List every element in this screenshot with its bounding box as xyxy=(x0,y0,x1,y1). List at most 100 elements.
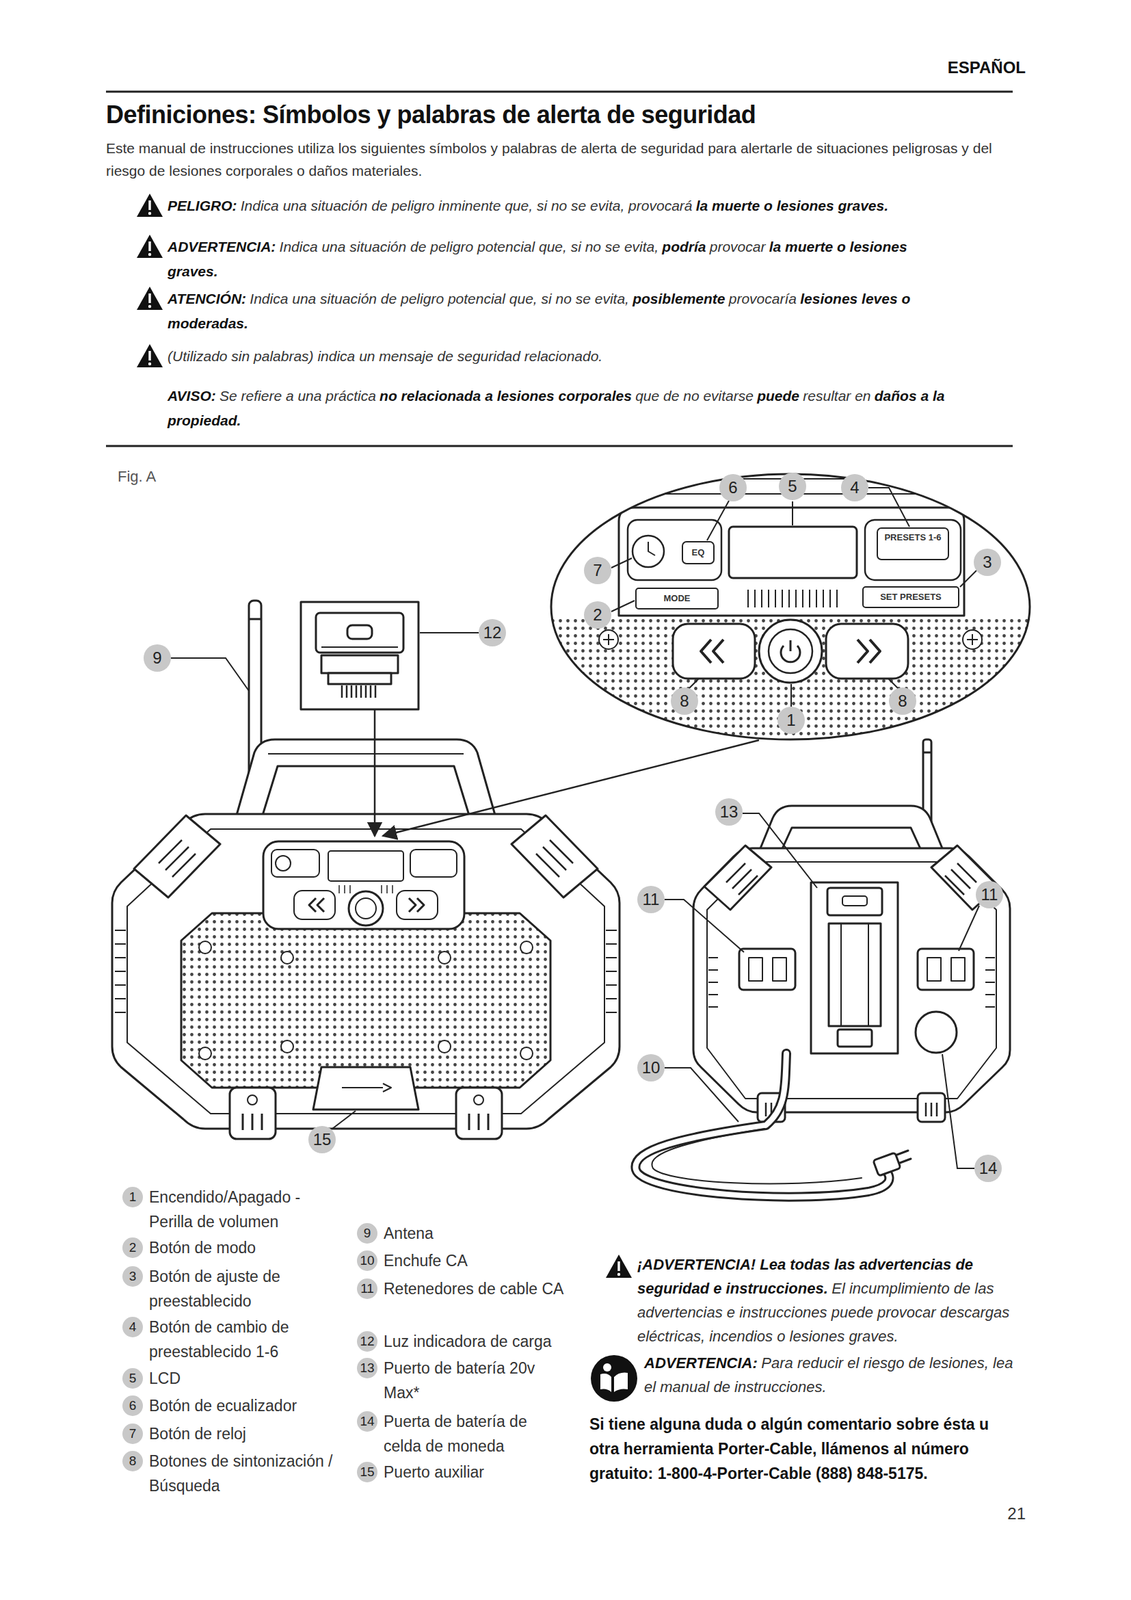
figure-label: Fig. A xyxy=(117,467,255,487)
drawing-part xyxy=(739,948,796,990)
drawing-part xyxy=(605,983,617,986)
text-run: Indica una situación de peligro potencia… xyxy=(279,238,660,255)
drawing-part xyxy=(842,895,868,906)
part-name: Puerto auxiliar xyxy=(383,1459,569,1484)
callout-number: 11 xyxy=(975,880,1004,909)
drawing-part xyxy=(547,471,1040,746)
drawing-part xyxy=(148,253,152,256)
drawing-part xyxy=(172,853,196,877)
drawing-part xyxy=(748,589,837,608)
drawing-part xyxy=(945,862,977,895)
drawing-part xyxy=(536,853,560,877)
drawing-part xyxy=(810,882,898,1054)
drawing-part xyxy=(728,526,857,578)
drawing-part xyxy=(300,601,419,710)
rule-lines xyxy=(105,91,1013,446)
drawing-part xyxy=(605,970,617,972)
drawing-part xyxy=(862,586,959,608)
drawing-part xyxy=(808,589,811,608)
alert-definition: (Utilizado sin palabras) indica un mensa… xyxy=(167,343,1019,369)
warning-text: ¡ADVERTENCIA! Lea todas las advertencias… xyxy=(637,1252,1021,1348)
drawing-part xyxy=(960,570,977,587)
charge-light-inset xyxy=(300,601,419,710)
text-run: ATENCIÓN: xyxy=(167,290,247,307)
drawing-part xyxy=(828,923,881,1026)
drawing-part xyxy=(315,612,404,653)
drawing-part xyxy=(520,940,533,954)
drawing-part xyxy=(599,629,619,649)
drawing-part xyxy=(985,956,995,958)
drawing-part xyxy=(438,1040,451,1053)
drawing-part xyxy=(930,1102,933,1116)
intro-text: Este manual de instrucciones utiliza los… xyxy=(105,136,1016,182)
drawing-part xyxy=(603,1362,612,1372)
text-run: Indica una situación de peligro inminent… xyxy=(240,197,693,214)
text-run: resultar en xyxy=(802,387,871,404)
text-run: (Utilizado sin palabras) indica un mensa… xyxy=(167,348,603,364)
drawing-part xyxy=(708,1005,718,1008)
drawing-part xyxy=(795,589,797,608)
drawing-part xyxy=(321,646,398,648)
drawing-part xyxy=(857,639,868,663)
drawing-part xyxy=(713,639,724,663)
drawing-part xyxy=(958,905,980,951)
drawing-part xyxy=(966,633,978,645)
callout-number: 9 xyxy=(356,1222,378,1244)
text-run: ADVERTENCIA: xyxy=(167,238,276,255)
drawing-part xyxy=(350,685,353,698)
leader-lines xyxy=(170,487,980,1168)
drawing-part xyxy=(873,1152,901,1176)
callout-number: 8 xyxy=(122,1450,143,1471)
drawing-part xyxy=(263,841,465,929)
drawing-part xyxy=(985,993,995,995)
power-cord xyxy=(635,1053,911,1197)
drawing-part xyxy=(708,968,718,971)
alert-definition: ATENCIÓN:Indica una situación de peligro… xyxy=(167,286,989,336)
drawing-part xyxy=(136,234,163,258)
drawing-part xyxy=(328,672,392,684)
drawing-part xyxy=(826,623,909,679)
drawing-part xyxy=(469,1113,489,1130)
drawing-part xyxy=(127,828,605,1114)
drawing-part xyxy=(251,1113,254,1130)
drawing-part xyxy=(788,589,790,608)
drawing-part xyxy=(346,685,349,698)
callout-number: 1 xyxy=(777,706,805,734)
drawing-part xyxy=(275,855,291,871)
pointer-arrows xyxy=(374,709,760,836)
drawing-part xyxy=(603,633,615,645)
callout-number: 12 xyxy=(478,618,507,647)
drawing-part xyxy=(902,482,913,489)
drawing-part xyxy=(768,629,813,673)
drawing-part xyxy=(248,618,262,621)
drawing-part xyxy=(158,839,182,863)
callout-number: 9 xyxy=(143,644,171,672)
radio-back xyxy=(693,739,1010,1122)
callout-number: 6 xyxy=(122,1394,143,1416)
callout-number: 8 xyxy=(670,687,699,715)
text-run: no relacionada a lesiones corporales xyxy=(379,387,632,404)
drawing-part xyxy=(247,1094,258,1105)
drawing-part xyxy=(682,541,714,564)
drawing-part xyxy=(767,589,770,608)
drawing-part xyxy=(148,293,151,303)
contact-text: Si tiene alguna duda o algún comentario … xyxy=(589,1411,1021,1486)
callout-number: 13 xyxy=(715,797,743,826)
text-run: que de no evitarse xyxy=(635,387,754,404)
drawing-part xyxy=(635,1053,889,1197)
drawing-part xyxy=(547,615,1040,746)
drawing-part xyxy=(170,657,249,691)
text-run: Este manual de instrucciones utiliza los… xyxy=(105,140,993,179)
callout-number: 15 xyxy=(356,1461,378,1482)
text-run: MODE xyxy=(663,592,691,604)
drawing-part xyxy=(748,957,763,981)
part-name: Botón de ecualizador xyxy=(149,1392,334,1418)
button-label: SET PRESETS xyxy=(862,590,959,604)
drawing-part xyxy=(605,997,617,1000)
drawing-part xyxy=(590,1354,638,1402)
part-name: Botón de ajuste de preestablecido xyxy=(149,1263,334,1313)
drawing-part xyxy=(198,940,212,954)
drawing-part xyxy=(605,1011,617,1013)
drawing-part xyxy=(888,678,898,688)
